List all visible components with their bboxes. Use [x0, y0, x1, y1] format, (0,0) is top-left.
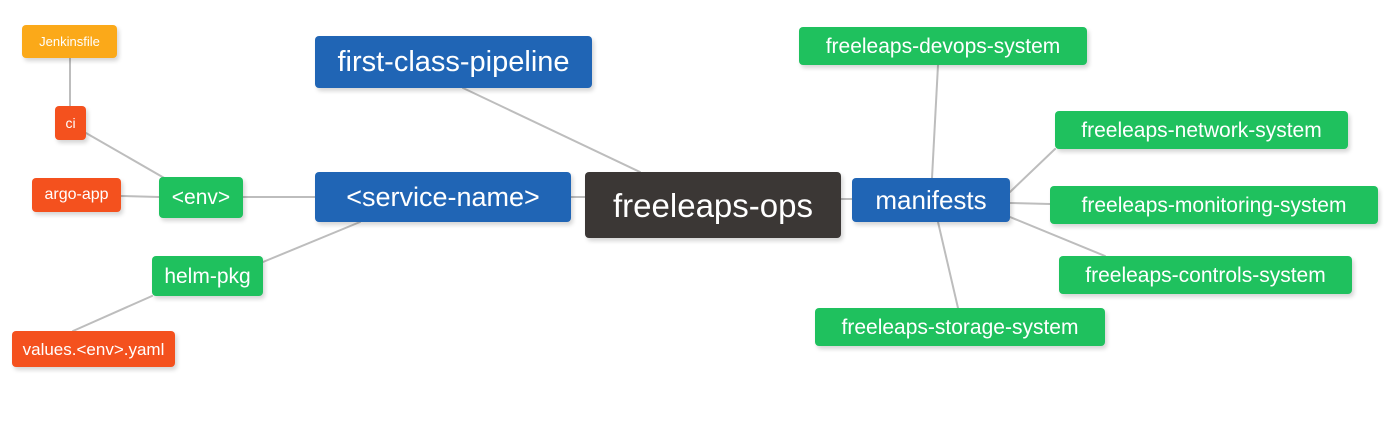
mindmap-node-label: ci	[65, 115, 76, 131]
mindmap-node-label: freeleaps-ops	[613, 186, 813, 224]
mindmap-node-freeleaps-devops-system[interactable]: freeleaps-devops-system	[799, 27, 1087, 65]
mindmap-node-helm-pkg[interactable]: helm-pkg	[152, 256, 263, 296]
mindmap-node-service-name[interactable]: <service-name>	[315, 172, 571, 222]
mindmap-node-ci[interactable]: ci	[55, 106, 86, 140]
mindmap-node-argo-app[interactable]: argo-app	[32, 178, 121, 212]
mindmap-node-label: freeleaps-controls-system	[1085, 263, 1326, 287]
mindmap-node-label: first-class-pipeline	[337, 45, 570, 78]
mindmap-node-freeleaps-monitoring-system[interactable]: freeleaps-monitoring-system	[1050, 186, 1378, 224]
mindmap-edge	[462, 87, 641, 173]
mindmap-node-env[interactable]: <env>	[159, 177, 243, 218]
mindmap-node-jenkinsfile[interactable]: Jenkinsfile	[22, 25, 117, 58]
mindmap-node-label: helm-pkg	[164, 264, 251, 288]
mindmap-edge	[931, 64, 939, 179]
mindmap-edge	[120, 195, 160, 198]
mindmap-node-label: freeleaps-devops-system	[825, 34, 1061, 58]
mindmap-edge	[937, 221, 959, 309]
mindmap-node-label: manifests	[875, 185, 987, 215]
mindmap-node-label: <env>	[171, 186, 231, 209]
mindmap-edge	[262, 221, 361, 263]
mindmap-node-freeleaps-ops[interactable]: freeleaps-ops	[585, 172, 841, 238]
mindmap-node-label: values.<env>.yaml	[22, 339, 165, 359]
mindmap-node-first-class-pipeline[interactable]: first-class-pipeline	[315, 36, 592, 88]
mindmap-node-freeleaps-controls-system[interactable]: freeleaps-controls-system	[1059, 256, 1352, 294]
mindmap-edge	[1009, 202, 1051, 205]
mindmap-node-label: Jenkinsfile	[39, 34, 100, 49]
mindmap-node-freeleaps-network-system[interactable]: freeleaps-network-system	[1055, 111, 1348, 149]
mindmap-node-label: <service-name>	[346, 181, 540, 212]
mindmap-node-label: argo-app	[44, 186, 109, 203]
mindmap-edge	[85, 132, 167, 180]
mindmap-edge	[72, 295, 153, 332]
mindmap-node-label: freeleaps-monitoring-system	[1081, 193, 1347, 217]
mindmap-edge	[1009, 148, 1056, 193]
mindmap-node-label: freeleaps-storage-system	[841, 315, 1079, 339]
mindmap-node-freeleaps-storage-system[interactable]: freeleaps-storage-system	[815, 308, 1105, 346]
mindmap-node-manifests[interactable]: manifests	[852, 178, 1010, 222]
mindmap-node-label: freeleaps-network-system	[1081, 118, 1322, 142]
mindmap-node-values-yaml[interactable]: values.<env>.yaml	[12, 331, 175, 367]
